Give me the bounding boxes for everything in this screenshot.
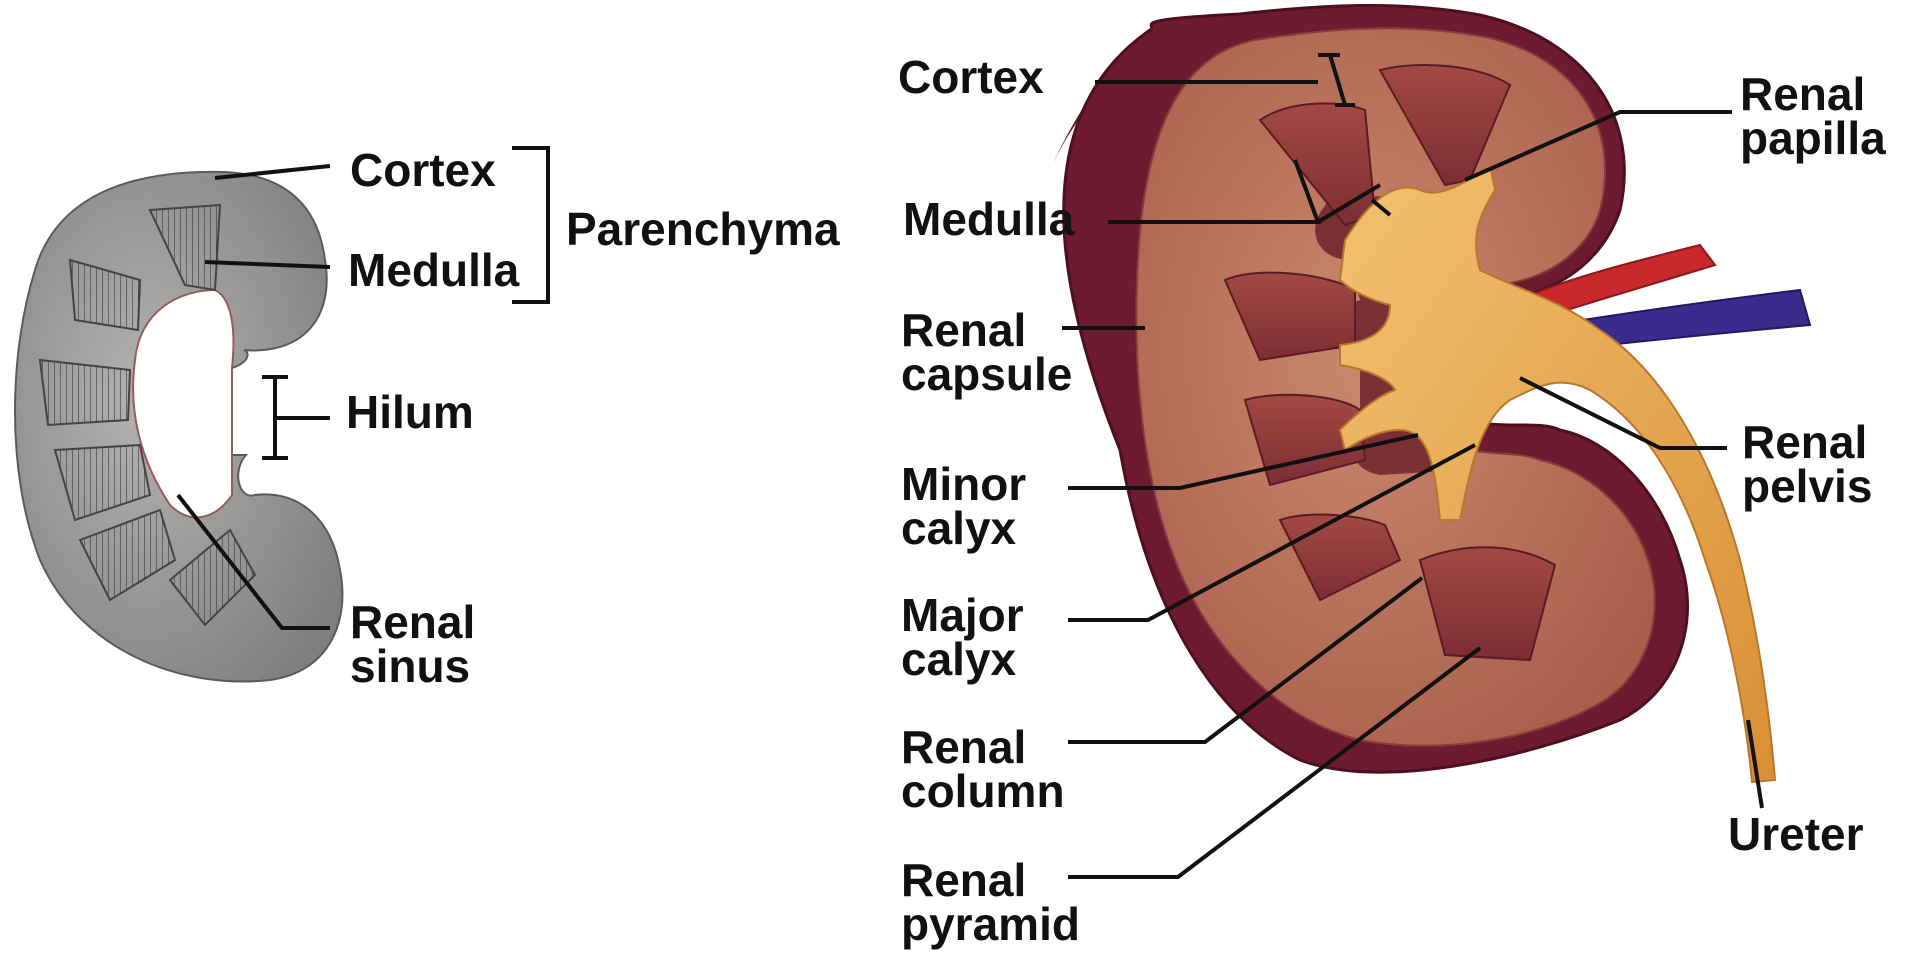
left-kidney-section [15,172,342,682]
renal-pelvis-label: Renal pelvis [1742,420,1872,508]
renal-papilla-line2: papilla [1740,116,1886,160]
renal-column-line2: column [901,769,1065,813]
left-medulla-label: Medulla [348,248,519,292]
minor-calyx-label: Minor calyx [901,462,1026,550]
ureter-label: Ureter [1728,812,1864,856]
left-cortex-label: Cortex [350,148,496,192]
renal-pyramid-line1: Renal [901,858,1080,902]
renal-sinus-line1: Renal [350,600,475,644]
right-cortex-label: Cortex [898,55,1044,99]
renal-pyramid-label: Renal pyramid [901,858,1080,946]
right-medulla-label: Medulla [903,197,1074,241]
renal-column-line1: Renal [901,725,1065,769]
renal-papilla-label: Renal papilla [1740,72,1886,160]
renal-column-label: Renal column [901,725,1065,813]
renal-papilla-line1: Renal [1740,72,1886,116]
minor-calyx-line2: calyx [901,506,1026,550]
renal-capsule-label: Renal capsule [901,308,1072,396]
major-calyx-label: Major calyx [901,593,1024,681]
hilum-label: Hilum [346,390,474,434]
renal-capsule-line1: Renal [901,308,1072,352]
parenchyma-label: Parenchyma [566,207,840,251]
renal-capsule-line2: capsule [901,352,1072,396]
renal-pelvis-line2: pelvis [1742,464,1872,508]
right-kidney-section [1050,5,1810,782]
renal-pelvis-line1: Renal [1742,420,1872,464]
renal-pyramid-line2: pyramid [901,902,1080,946]
renal-sinus-line2: sinus [350,644,475,688]
minor-calyx-line1: Minor [901,462,1026,506]
major-calyx-line1: Major [901,593,1024,637]
major-calyx-line2: calyx [901,637,1024,681]
renal-sinus-label: Renal sinus [350,600,475,688]
